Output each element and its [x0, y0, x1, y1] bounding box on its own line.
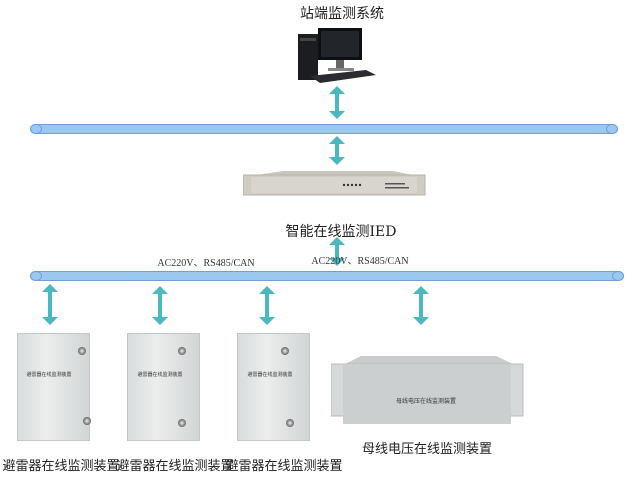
- bidirectional-arrow-icon: [329, 136, 345, 165]
- link-label-left: AC220V、RS485/CAN: [157, 258, 255, 269]
- device-label-3: 避雷器在线监测装置: [225, 459, 343, 474]
- field-bus-lower: [30, 271, 624, 281]
- network-bus-upper: [30, 124, 618, 134]
- ied-label: 智能在线监测IED: [285, 224, 397, 240]
- arrester-monitor-device-3: 避雷器在线监测装置: [237, 333, 310, 441]
- device-nameplate: 避雷器在线监测装置: [137, 372, 183, 378]
- bidirectional-arrow-icon: [259, 286, 275, 325]
- busbar-voltage-monitor-device: [331, 356, 524, 424]
- top-system-label: 站端监测系统: [300, 6, 384, 22]
- bidirectional-arrow-icon: [329, 237, 345, 266]
- desktop-computer-icon: [298, 28, 376, 83]
- device-label-2: 避雷器在线监测装置: [116, 459, 234, 474]
- device-label-4: 母线电压在线监测装置: [361, 442, 493, 457]
- arrester-monitor-device-1: 避雷器在线监测装置: [17, 333, 91, 441]
- ied-device: [243, 171, 426, 196]
- bidirectional-arrow-icon: [42, 284, 58, 325]
- device-nameplate: 母线电压在线监测装置: [395, 398, 457, 405]
- device-label-1: 避雷器在线监测装置: [2, 459, 120, 474]
- bidirectional-arrow-icon: [413, 286, 429, 325]
- device-nameplate: 避雷器在线监测装置: [26, 372, 72, 378]
- arrester-monitor-device-2: 避雷器在线监测装置: [127, 333, 200, 441]
- device-nameplate: 避雷器在线监测装置: [247, 372, 293, 378]
- link-label-right: AC220V、RS485/CAN: [311, 256, 409, 267]
- bidirectional-arrow-icon: [152, 286, 168, 325]
- bidirectional-arrow-icon: [329, 86, 345, 119]
